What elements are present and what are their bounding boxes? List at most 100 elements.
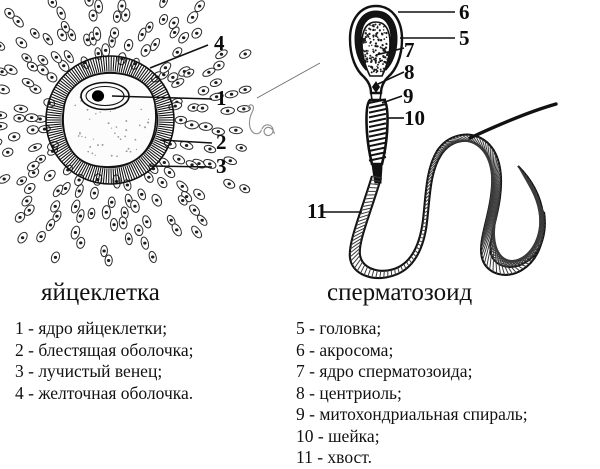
callout-number-5: 5 (459, 28, 470, 49)
corona-cell-nucleus (8, 12, 11, 15)
nucleus-granule (366, 50, 368, 52)
ooplasm-granule (114, 132, 116, 134)
scale-sperm-loop (262, 125, 275, 136)
corona-cell-nucleus (175, 228, 178, 231)
nucleus-granule (373, 69, 375, 71)
nucleus-granule (372, 57, 374, 59)
corona-cell-nucleus (104, 49, 107, 52)
ooplasm-granule (81, 136, 82, 137)
nucleus-granule (380, 68, 382, 70)
nucleus-granule (382, 48, 384, 50)
figure-ovum-spermatozoon: 4 1 2 3 6 5 7 8 9 10 11 яйцеклетка сперм… (0, 0, 600, 443)
corona-cell-nucleus (31, 65, 34, 68)
caption-spermatozoon: сперматозоид (327, 280, 472, 305)
ooplasm-granule (116, 155, 118, 157)
corona-cell-nucleus (49, 223, 52, 226)
ooplasm-granule (110, 111, 111, 112)
callout-number-4: 4 (214, 33, 225, 54)
tail-striation (365, 198, 375, 199)
corona-cell-nucleus (97, 5, 100, 8)
corona-cell-nucleus (33, 146, 36, 149)
nucleus-granule (383, 26, 385, 28)
corona-cell-nucleus (25, 200, 28, 203)
corona-cell-nucleus (195, 32, 198, 35)
corona-cell-nucleus (127, 44, 130, 47)
corona-cell-nucleus (151, 255, 154, 258)
corona-cell-nucleus (234, 129, 237, 132)
corona-cell-nucleus (120, 4, 123, 7)
callout-number-11: 11 (307, 201, 327, 222)
corona-cell-nucleus (123, 211, 126, 214)
nucleus-granule (367, 59, 369, 61)
ooplasm-granule (102, 144, 104, 146)
corona-cell-nucleus (59, 12, 62, 15)
corona-cell-nucleus (217, 64, 220, 67)
corona-cell-nucleus (168, 171, 171, 174)
corona-cell-nucleus (162, 0, 165, 3)
nucleus-granule (379, 58, 381, 60)
legend-item: 7 - ядро сперматозоида; (296, 361, 528, 383)
ooplasm-granule (78, 135, 80, 137)
legend-item: 6 - акросома; (296, 340, 528, 362)
tail-striation (404, 264, 406, 269)
nucleus-granule (364, 38, 366, 40)
nucleus-granule (365, 30, 367, 32)
nucleus-granule (379, 29, 381, 31)
corona-cell-nucleus (171, 76, 174, 79)
corona-cell-nucleus (107, 259, 110, 262)
corona-cell-nucleus (162, 18, 165, 21)
scale-connector-line (257, 63, 320, 98)
corona-cell-nucleus (181, 199, 184, 202)
nucleus-granule (386, 37, 388, 39)
nucleus-granule (363, 42, 365, 44)
corona-cell-nucleus (244, 53, 247, 56)
nucleus-granule (368, 45, 370, 47)
ooplasm-granule (116, 126, 118, 128)
corona-cell-nucleus (51, 1, 54, 4)
leader-line-3 (150, 166, 212, 167)
corona-cell-nucleus (164, 66, 167, 69)
tail-striation (376, 270, 378, 278)
nucleus-granule (368, 65, 370, 67)
nucleus-granule (383, 48, 385, 50)
legend-item: 8 - центриоль; (296, 383, 528, 405)
nucleus-granule (372, 49, 374, 51)
corona-cell-nucleus (192, 106, 195, 109)
callout-number-6: 6 (459, 2, 470, 23)
tail-striation (364, 267, 368, 276)
corona-cell (0, 137, 3, 147)
corona-cell-nucleus (144, 49, 147, 52)
ooplasm-granule (147, 122, 149, 124)
corona-cell-nucleus (121, 221, 124, 224)
nucleus-granule (383, 68, 385, 70)
tail-striation (368, 188, 378, 189)
nucleus-granule (383, 32, 385, 34)
corona-cell-nucleus (204, 125, 207, 128)
nucleus-granule (369, 55, 371, 57)
nucleus-granule (369, 24, 371, 26)
corona-cell-nucleus (31, 128, 34, 131)
ooplasm-granule (125, 129, 127, 131)
nucleus-granule (383, 38, 385, 40)
tail-striation (370, 184, 379, 185)
nucleus-granule (366, 34, 368, 36)
tail-striation (416, 247, 420, 250)
tail-striation (368, 268, 371, 276)
corona-cell-nucleus (208, 148, 211, 151)
nucleus-granule (365, 55, 367, 57)
nucleus-granule (381, 33, 383, 35)
nucleus-granule (371, 59, 373, 61)
corona-cell-nucleus (39, 158, 42, 161)
nucleus-granule (372, 50, 374, 52)
tail-striation (384, 271, 385, 278)
legend-item: 5 - головка; (296, 318, 528, 340)
nucleus-granule (374, 24, 376, 26)
ooplasm-granule (125, 120, 127, 122)
corona-cell-nucleus (202, 89, 205, 92)
tail-striation (401, 266, 403, 272)
corona-cell-nucleus (137, 229, 140, 232)
corona-cell-nucleus (41, 59, 44, 62)
corona-cell-nucleus (30, 116, 33, 119)
tail-striation (415, 250, 419, 253)
ooplasm-granule (126, 150, 128, 152)
